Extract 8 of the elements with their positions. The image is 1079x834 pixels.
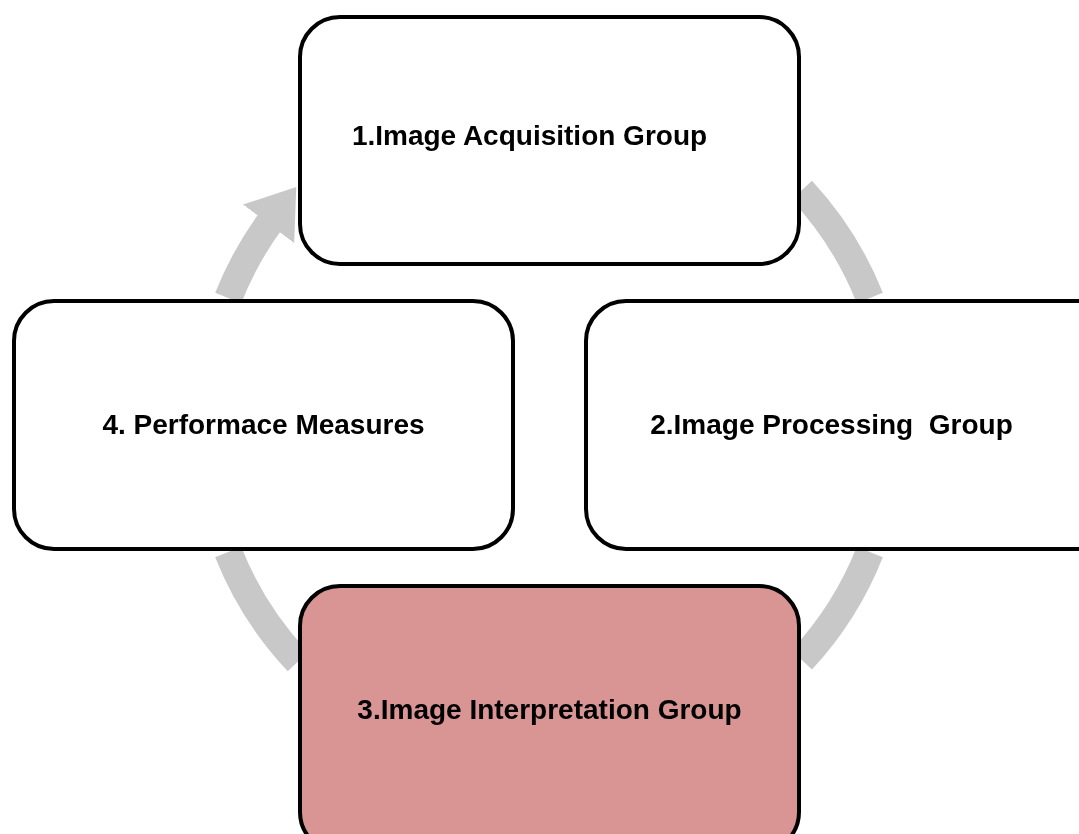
process-box xyxy=(298,15,801,266)
process-box xyxy=(584,299,1079,551)
box-label: 3.Image Interpretation Group xyxy=(357,693,742,728)
box-label: 2.Image Processing Group xyxy=(650,408,1013,443)
process-box xyxy=(12,299,515,551)
box-label: 1.Image Acquisition Group xyxy=(351,118,708,153)
box-label: 4. Performace Measures xyxy=(102,408,425,443)
process-box xyxy=(298,584,801,834)
